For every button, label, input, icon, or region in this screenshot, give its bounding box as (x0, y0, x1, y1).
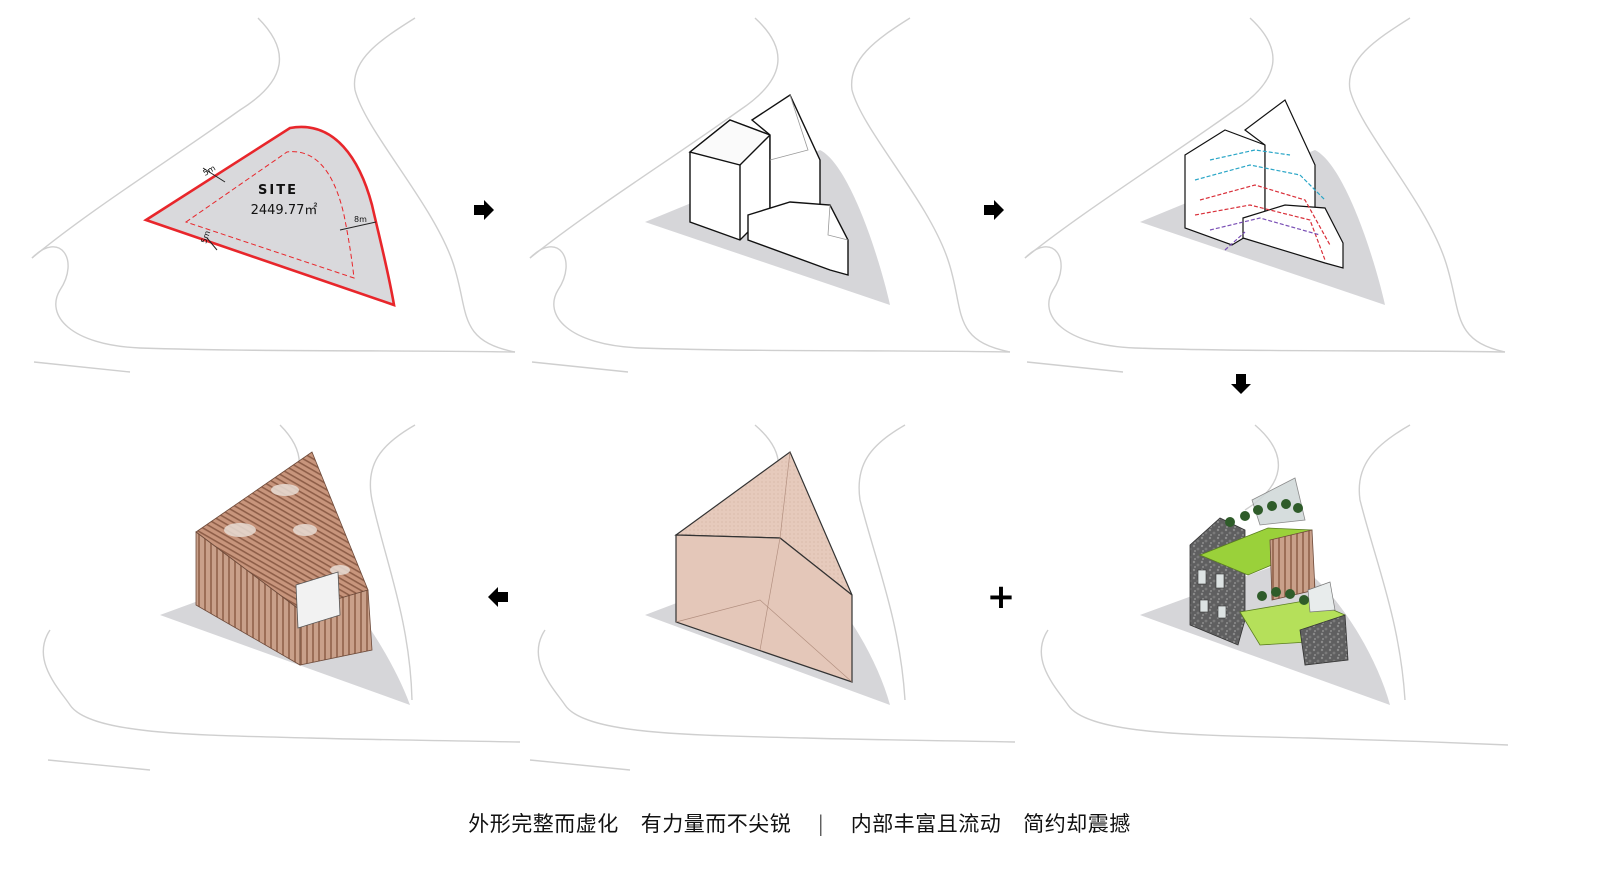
setback-bottom-label: 5m (199, 229, 212, 244)
site-title: SITE (258, 183, 298, 198)
panel-envelope (529, 424, 1016, 771)
skin-front (675, 534, 853, 683)
diagram-caption: 外形完整而虚化有力量而不尖锐 | 内部丰富且流动简约却震撼 (0, 808, 1599, 838)
arrow-left-icon (488, 587, 508, 607)
trees (1225, 499, 1309, 605)
setback-line (184, 151, 355, 279)
setback-right-label: 8m (354, 215, 367, 224)
panel-circulation (1024, 17, 1506, 373)
site-area: 2449.77㎡ (251, 203, 318, 218)
facade-opening (295, 571, 341, 629)
panel-massing (529, 17, 1011, 373)
circulation-paths (1194, 149, 1331, 261)
site-plot (143, 125, 396, 307)
mass-volumes (688, 93, 849, 276)
caption-part-1: 外形完整而虚化 (468, 812, 619, 836)
panel-interior (1040, 424, 1509, 746)
arrow-down-icon (1231, 374, 1251, 394)
caption-part-3: 内部丰富且流动 (850, 812, 1002, 836)
arrow-right-icon (474, 200, 494, 220)
glass-volume (1251, 477, 1306, 526)
road-lines (31, 17, 516, 373)
stone-base (1299, 614, 1349, 666)
caption-separator: | (817, 812, 825, 836)
setback-dimensions (202, 167, 377, 251)
arrow-right-icon (984, 200, 1004, 220)
plus-icon: + (987, 577, 1016, 617)
panel-facade (42, 424, 521, 771)
caption-part-2: 有力量而不尖锐 (640, 812, 792, 836)
panel-site: 5m 8m 5m SITE 2449.77㎡ (31, 17, 516, 373)
caption-part-4: 简约却震撼 (1023, 812, 1131, 836)
